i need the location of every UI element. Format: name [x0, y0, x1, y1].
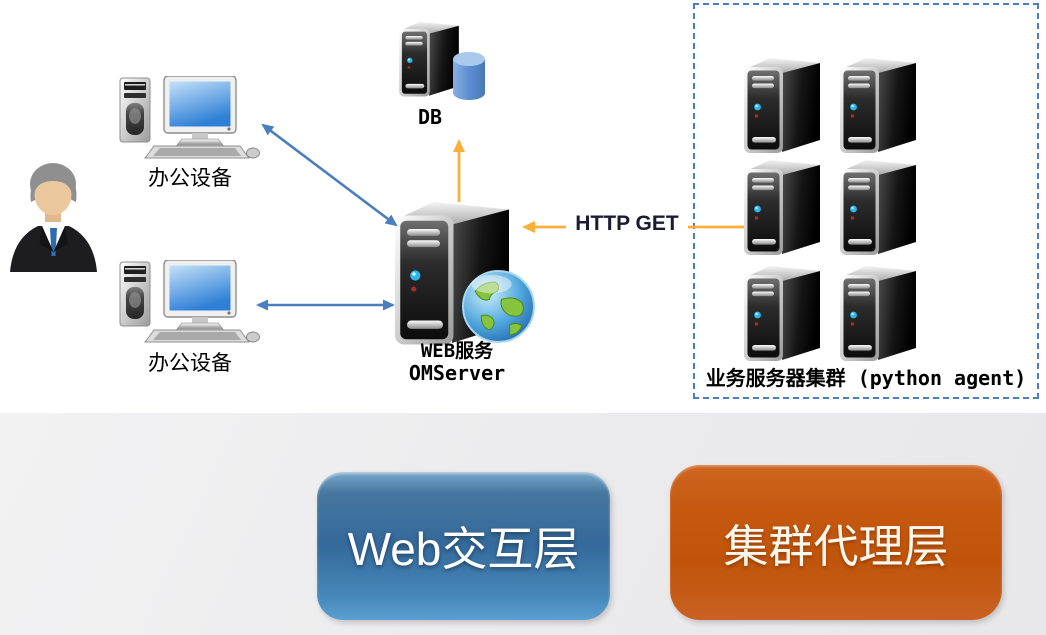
office-pc-2-icon — [112, 260, 262, 346]
cluster-server-icon — [836, 156, 920, 256]
office-pc-1-label: 办公设备 — [148, 167, 232, 190]
arrow-pc1-webserver — [261, 123, 398, 227]
office-pc-2-label: 办公设备 — [148, 352, 232, 375]
web-server-name: OMServer — [408, 361, 506, 385]
diagram-canvas: 办公设备 办公设备 DB WEB服务 OMServer 业务服务器集群 (pyt… — [6, 3, 1039, 399]
web-layer-shape: Web交互层 — [317, 472, 610, 620]
user-person-icon — [6, 154, 101, 272]
http-get-label: HTTP GET — [566, 212, 688, 236]
office-pc-1-icon — [112, 76, 262, 162]
web-server-label: WEB服务 — [420, 340, 494, 362]
cluster-server-icon — [740, 262, 824, 362]
layer-band: Web交互层 集群代理层 — [0, 413, 1046, 635]
cluster-layer-shape: 集群代理层 — [670, 465, 1002, 620]
db-label: DB — [417, 105, 443, 129]
web-layer-label: Web交互层 — [347, 523, 580, 575]
globe-icon — [461, 269, 536, 344]
cluster-server-icon — [740, 54, 824, 154]
cluster-label: 业务服务器集群 (python agent) — [705, 366, 1027, 390]
cluster-server-icon — [740, 156, 824, 256]
cluster-server-icon — [836, 262, 920, 362]
cluster-group-box: 业务服务器集群 (python agent) — [693, 3, 1039, 399]
cluster-layer-label: 集群代理层 — [723, 521, 949, 572]
cluster-server-icon — [836, 54, 920, 154]
db-cylinder-icon — [452, 50, 486, 102]
